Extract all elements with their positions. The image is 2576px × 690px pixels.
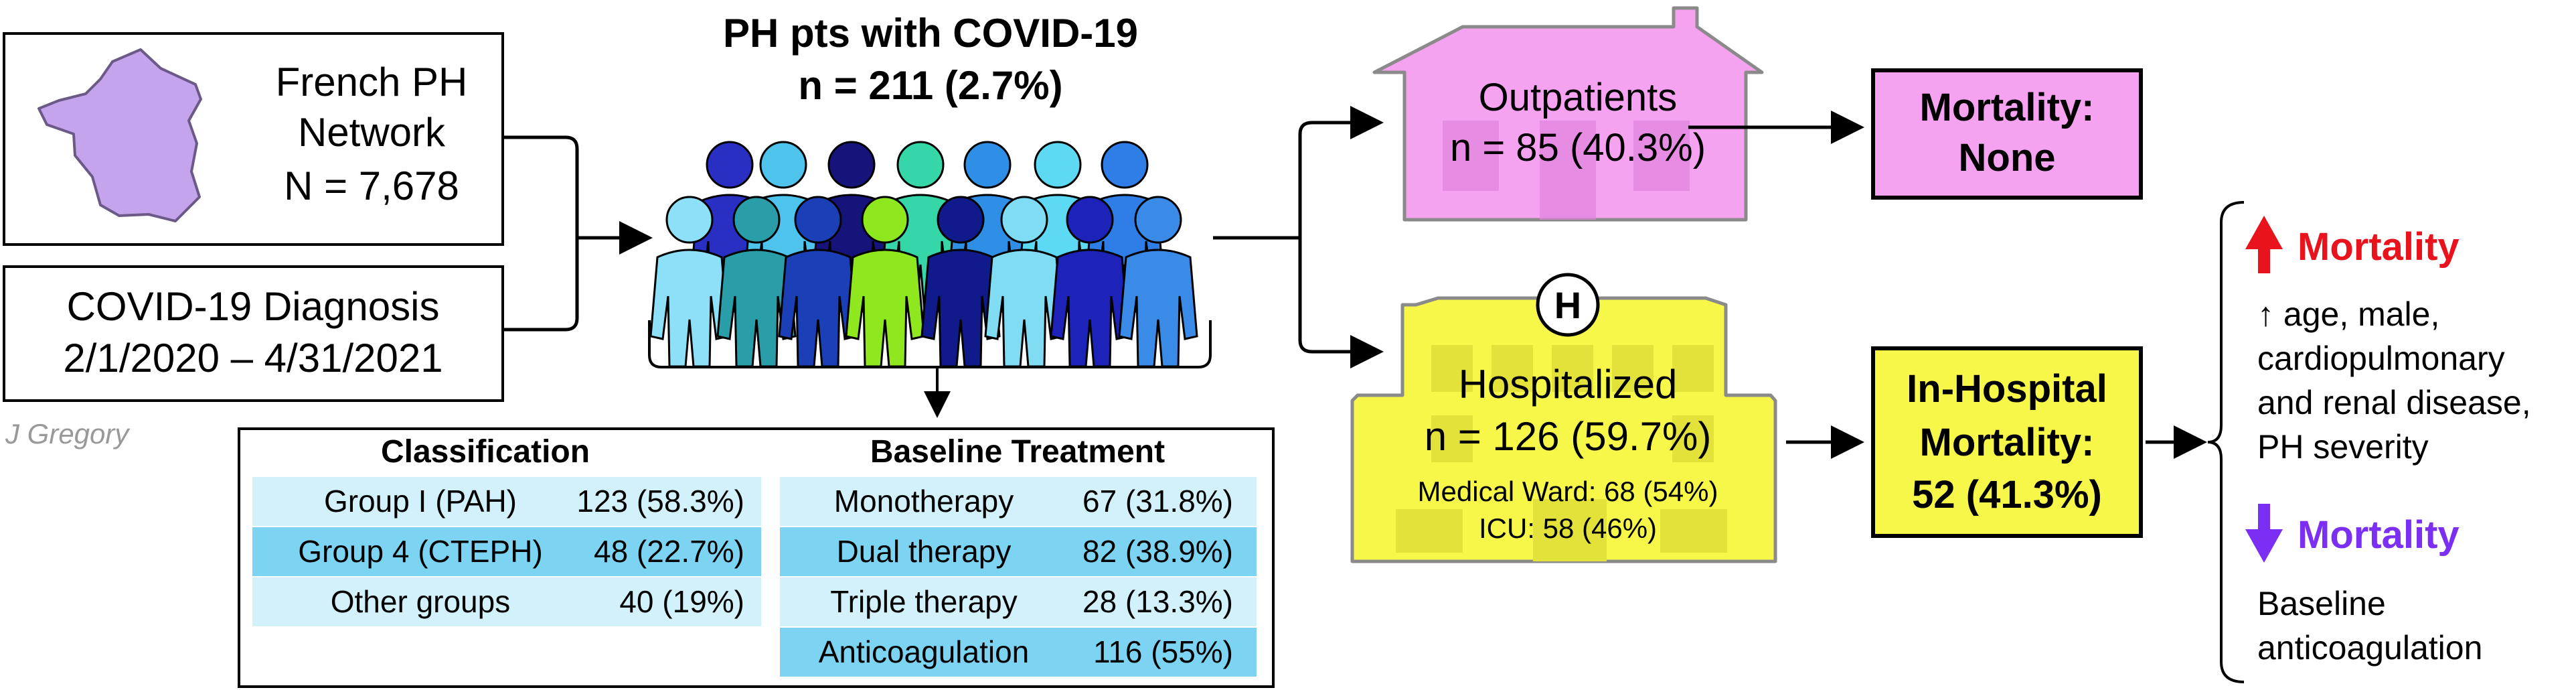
table-row-label: Group 4 (CTEPH) bbox=[298, 534, 543, 569]
diagnosis-line1: COVID-19 Diagnosis bbox=[67, 284, 440, 329]
decrease-line-2: anticoagulation bbox=[2257, 629, 2482, 667]
outpatients-count: n = 85 (40.3%) bbox=[1450, 126, 1706, 169]
outpatients-label: Outpatients bbox=[1479, 76, 1678, 119]
classification-rows: Group I (PAH) 123 (58.3%) Group 4 (CTEPH) 4… bbox=[252, 477, 761, 626]
person-icon bbox=[649, 196, 730, 368]
treatment-header: Baseline Treatment bbox=[870, 434, 1165, 470]
table-row-value: 48 (22.7%) bbox=[594, 534, 744, 569]
increase-line-4: PH severity bbox=[2257, 428, 2429, 466]
increase-line-1: ↑ age, male, bbox=[2257, 295, 2439, 333]
network-line3: N = 7,678 bbox=[284, 163, 459, 208]
classification-header: Classification bbox=[381, 434, 590, 470]
table-row-bg bbox=[252, 577, 761, 626]
hospitalized-icu: ICU: 58 (46%) bbox=[1479, 512, 1657, 544]
crowd-bracket bbox=[648, 320, 1212, 368]
svg-text:H: H bbox=[1554, 284, 1581, 326]
person-icon bbox=[1118, 196, 1198, 368]
table-row-label: Group I (PAH) bbox=[324, 484, 517, 519]
hospital-building: H Hospitalized n = 126 (59.7%) Medical W… bbox=[1350, 273, 1777, 563]
table-row-value: 28 (13.3%) bbox=[1082, 584, 1233, 619]
split-bracket bbox=[1213, 121, 1372, 354]
hospitalized-count: n = 126 (59.7%) bbox=[1425, 414, 1712, 459]
decrease-group: Mortality Baseline anticoagulation bbox=[2245, 504, 2482, 667]
table-row-bg bbox=[780, 527, 1257, 576]
inhospital-mortality-line2: Mortality: bbox=[1920, 421, 2095, 464]
down-arrow-icon bbox=[2245, 504, 2283, 563]
table-row-bg bbox=[780, 628, 1257, 677]
network-line2: Network bbox=[298, 110, 446, 155]
hospital-h-icon: H bbox=[1536, 273, 1600, 337]
outpatient-mortality-line2: None bbox=[1959, 136, 2056, 180]
inhospital-mortality-box: In-Hospital Mortality: 52 (41.3%) bbox=[1871, 346, 2143, 538]
inhospital-mortality-line3: 52 (41.3%) bbox=[1912, 473, 2102, 516]
credit-text: J Gregory bbox=[5, 418, 131, 450]
increase-title: Mortality bbox=[2298, 225, 2460, 269]
table-row-value: 40 (19%) bbox=[619, 584, 744, 619]
table-row-value: 82 (38.9%) bbox=[1082, 534, 1233, 569]
table-row-value: 116 (55%) bbox=[1093, 634, 1233, 669]
table-row-label: Triple therapy bbox=[830, 584, 1018, 619]
table-row-label: Anticoagulation bbox=[819, 634, 1030, 669]
merge-bracket bbox=[504, 135, 579, 332]
network-line1: French PH bbox=[276, 60, 468, 105]
hospitalized-label: Hospitalized bbox=[1459, 362, 1678, 407]
inhospital-mortality-line1: In-Hospital bbox=[1907, 367, 2107, 411]
increase-group: Mortality ↑ age, male, cardiopulmonary a… bbox=[2245, 216, 2531, 466]
diagnosis-line2: 2/1/2020 – 4/31/2021 bbox=[63, 336, 442, 381]
decrease-line-1: Baseline bbox=[2257, 585, 2386, 622]
cohort-title: PH pts with COVID-19 bbox=[723, 11, 1138, 56]
treatment-rows: Monotherapy 67 (31.8%) Dual therapy 82 (38.… bbox=[780, 477, 1257, 677]
table-row-label: Other groups bbox=[331, 584, 510, 619]
increase-line-2: cardiopulmonary bbox=[2257, 340, 2505, 377]
person-icon bbox=[845, 196, 925, 368]
table-row-bg bbox=[252, 477, 761, 526]
table-row-value: 123 (58.3%) bbox=[576, 484, 744, 519]
table-row-bg bbox=[252, 527, 761, 576]
person-icon bbox=[1050, 196, 1130, 368]
factors-brace bbox=[2207, 201, 2245, 683]
diagnosis-box: COVID-19 Diagnosis 2/1/2020 – 4/31/2021 bbox=[3, 265, 504, 402]
table-row-bg bbox=[780, 577, 1257, 626]
outpatient-mortality-line1: Mortality: bbox=[1920, 86, 2095, 129]
increase-line-3: and renal disease, bbox=[2257, 384, 2531, 421]
france-map-icon bbox=[37, 48, 202, 222]
characteristics-table: Classification Baseline Treatment Group … bbox=[238, 427, 1275, 688]
outpatient-mortality-box: Mortality: None bbox=[1871, 68, 2143, 200]
decrease-title: Mortality bbox=[2298, 513, 2460, 557]
cohort-count: n = 211 (2.7%) bbox=[798, 63, 1062, 108]
person-icon bbox=[984, 196, 1064, 368]
table-row-label: Monotherapy bbox=[834, 484, 1014, 519]
table-row-label: Dual therapy bbox=[837, 534, 1012, 569]
network-box: French PH Network N = 7,678 bbox=[3, 32, 504, 246]
outpatients-house: Outpatients n = 85 (40.3%) bbox=[1372, 6, 1764, 222]
table-row-bg bbox=[780, 477, 1257, 526]
people-crowd-icon bbox=[649, 141, 1198, 368]
hospitalized-ward: Medical Ward: 68 (54%) bbox=[1418, 476, 1718, 507]
table-row-value: 67 (31.8%) bbox=[1082, 484, 1233, 519]
up-arrow-icon bbox=[2245, 216, 2283, 273]
person-icon bbox=[716, 196, 797, 368]
